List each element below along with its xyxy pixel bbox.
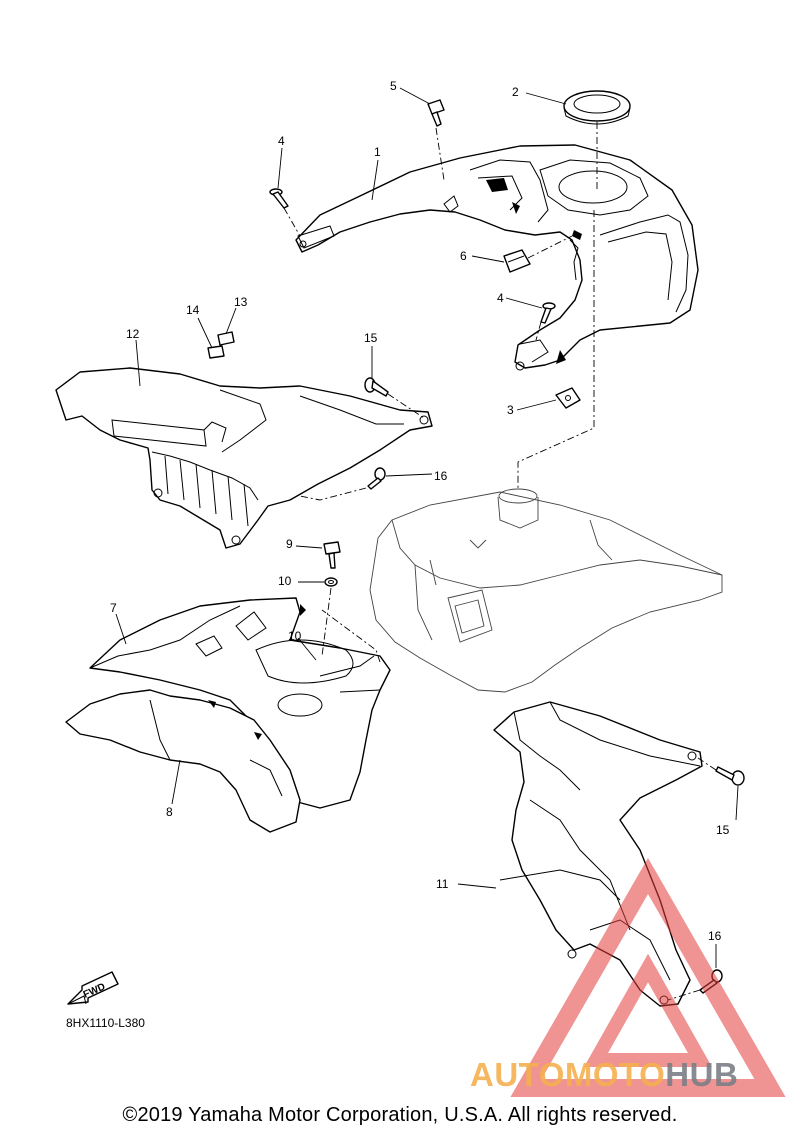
callout-3: 3 [507, 403, 514, 417]
callout-2: 2 [512, 85, 519, 99]
callout-labels: 1 2 3 4 4 5 6 7 8 9 10 10 11 12 13 14 15… [110, 79, 730, 943]
callout-15-lower: 15 [716, 823, 730, 837]
leader-lines [115, 87, 739, 968]
side-cover-left [55, 367, 433, 549]
washer-10-upper [324, 577, 338, 587]
clip-nut [555, 387, 581, 409]
callout-6: 6 [460, 249, 467, 263]
bolt-16-upper [367, 467, 386, 490]
watermark-triangle-logo [510, 857, 786, 1097]
callout-16-upper: 16 [434, 469, 448, 483]
callout-12: 12 [126, 327, 140, 341]
filler-grommet [563, 90, 631, 125]
screw-15-upper [364, 377, 389, 397]
front-panel-lower [65, 689, 301, 833]
callout-10-upper: 10 [278, 574, 292, 588]
fwd-arrow-icon: FWD [67, 971, 119, 1005]
callout-7: 7 [110, 601, 117, 615]
watermark-part-2: HUB [665, 1056, 739, 1093]
callout-8: 8 [166, 805, 173, 819]
fuel-tank-outline [369, 488, 723, 693]
copyright-notice: ©2019 Yamaha Motor Corporation, U.S.A. A… [122, 1104, 678, 1126]
callout-9: 9 [286, 537, 293, 551]
callout-16-lower: 16 [708, 929, 722, 943]
assembly-lines [283, 122, 717, 1001]
pad-14 [207, 345, 225, 359]
nut-clip [503, 249, 531, 273]
callout-4-upper: 4 [278, 134, 285, 148]
callout-1: 1 [374, 145, 381, 159]
pad-13 [217, 331, 235, 346]
watermark-part-1: AUTOMOTO [470, 1056, 666, 1093]
bolt-9 [323, 541, 341, 569]
screw-lower-right [540, 302, 556, 324]
screw-15-lower [715, 766, 745, 786]
callout-11: 11 [436, 877, 449, 891]
tank-top-cover [295, 144, 699, 371]
screw-upper-left [269, 188, 289, 209]
callout-4-lower: 4 [497, 291, 504, 305]
diagram-code: 8HX1110-L380 [66, 1016, 145, 1030]
callout-10-lower: 10 [288, 629, 302, 643]
front-panel-upper [89, 597, 391, 809]
callout-14: 14 [186, 303, 200, 317]
bolt-top [427, 99, 445, 127]
callout-5: 5 [390, 79, 397, 93]
callout-13: 13 [234, 295, 248, 309]
watermark-wordmark: AUTOMOTOHUB [470, 1056, 738, 1094]
callout-15-upper: 15 [364, 331, 378, 345]
